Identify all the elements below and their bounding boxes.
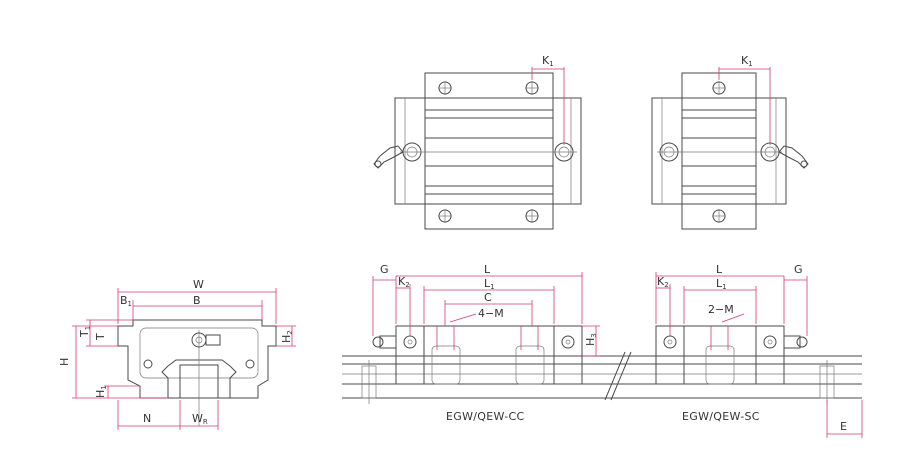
dim-g-cc: G — [380, 263, 389, 276]
callout-2m: 2−M — [708, 303, 734, 316]
dim-k2-cc: K2 — [398, 275, 410, 289]
dim-h2: H2 — [280, 330, 294, 343]
dim-l1-cc: L1 — [484, 277, 495, 291]
top-view-sc: K1 — [651, 54, 809, 230]
dim-h1: H1 — [94, 385, 108, 398]
dim-c: C — [484, 291, 492, 304]
top-view-cc: K1 — [373, 54, 582, 230]
dim-l1-sc: L1 — [716, 277, 727, 291]
end-view: W B B1 H T1 T H1 H2 N WR — [58, 278, 296, 430]
caption-sc: EGW/QEW-SC — [682, 410, 760, 423]
dim-t1: T1 — [78, 326, 92, 338]
dim-t: T — [94, 333, 107, 341]
dim-l-cc: L — [484, 263, 491, 276]
callout-4m: 4−M — [478, 307, 504, 320]
dim-k1-top-sc: K1 — [741, 54, 753, 68]
dim-w: W — [193, 278, 204, 291]
dim-g-sc: G — [794, 263, 803, 276]
dim-b: B — [193, 294, 201, 307]
dim-k1-top-cc: K1 — [542, 54, 554, 68]
dim-b1: B1 — [120, 294, 132, 308]
dim-h3: H3 — [584, 333, 598, 346]
dim-h: H — [58, 358, 71, 366]
dim-k2-sc: K2 — [657, 275, 669, 289]
dim-n: N — [143, 412, 151, 425]
side-view: G G L L L1 L1 K2 K2 C 4−M — [342, 263, 863, 438]
dim-l-sc: L — [716, 263, 723, 276]
dim-wr: WR — [192, 412, 208, 426]
caption-cc: EGW/QEW-CC — [446, 410, 524, 423]
dim-e: E — [840, 420, 847, 433]
